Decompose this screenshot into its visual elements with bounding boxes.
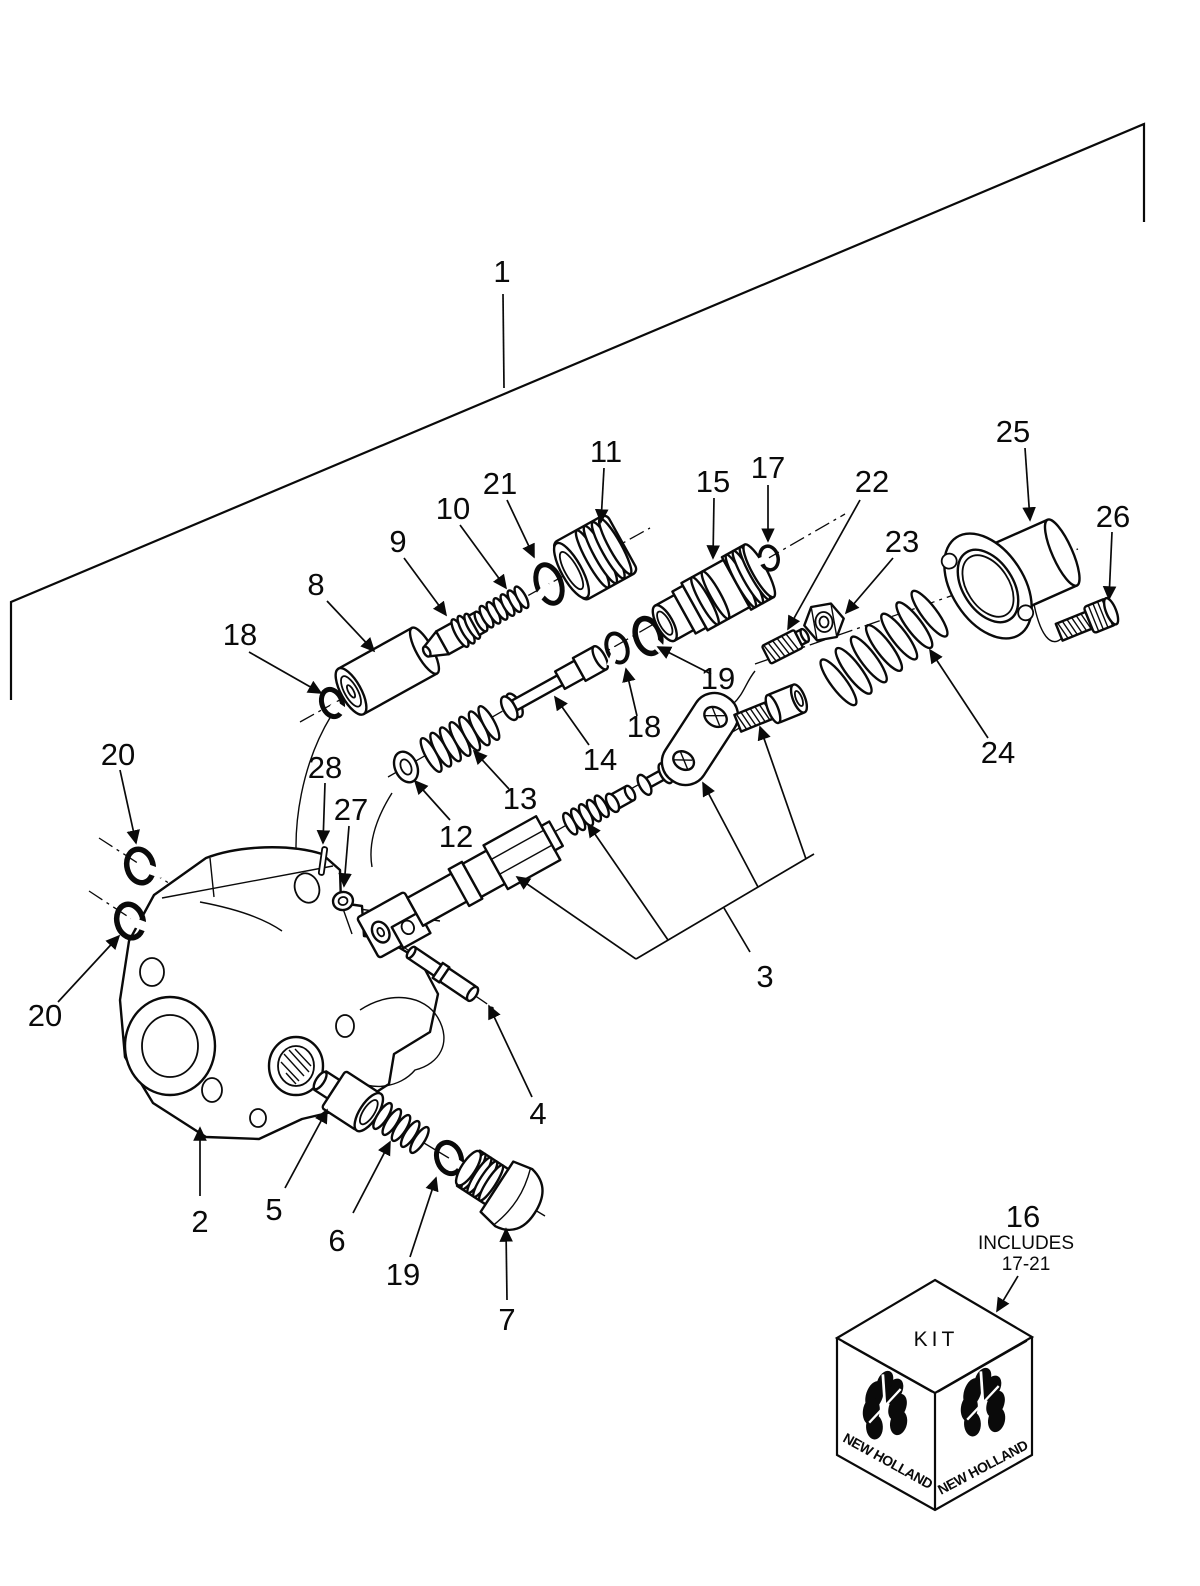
kit-box-label: KIT: [914, 1328, 959, 1351]
callout-19-mid: 19: [701, 661, 735, 696]
part-25-flange: [940, 518, 1081, 640]
callout-9: 9: [389, 524, 406, 559]
callout-6: 6: [328, 1223, 345, 1258]
callout-23: 23: [885, 524, 919, 559]
kit-box: 16 INCLUDES 17-21 KIT NEW HOLLAND NEW HO…: [834, 1199, 1074, 1512]
callout-15: 15: [696, 464, 730, 499]
callout-27: 27: [334, 792, 368, 827]
part-10-spring: [478, 585, 530, 629]
part-18-snap-ring-left: [318, 686, 351, 720]
part-17-snap-ring: [754, 544, 780, 572]
part-20-snap-ring-bottom: [113, 901, 154, 941]
part-6-spring: [372, 1101, 430, 1155]
new-holland-leaf-icon-left: [859, 1366, 912, 1442]
callout-8: 8: [307, 567, 324, 602]
kit-callout-16: 16: [1006, 1199, 1040, 1234]
part-8-sleeve: [334, 626, 441, 716]
part-3-cap-screw: [733, 683, 809, 733]
callout-1: 1: [493, 254, 510, 289]
callout-18-mid: 18: [627, 709, 661, 744]
part-3-spring: [562, 794, 610, 836]
part-11-plug: [552, 514, 638, 601]
part-20-snap-ring-top: [123, 846, 164, 886]
part-3-lever: [660, 691, 740, 787]
callout-4: 4: [529, 1096, 546, 1131]
callout-28: 28: [308, 750, 342, 785]
part-15-spool: [651, 543, 777, 643]
part-24-spring: [819, 589, 949, 707]
callout-2: 2: [191, 1204, 208, 1239]
part-28-pin: [317, 846, 329, 876]
leader-lines: [57, 447, 1117, 1313]
callout-22: 22: [855, 464, 889, 499]
part-5-plug: [312, 1070, 385, 1133]
kit-includes-label: INCLUDES: [978, 1233, 1074, 1254]
callout-7: 7: [498, 1302, 515, 1337]
callout-24: 24: [981, 735, 1015, 770]
part-26-screw: [1054, 596, 1120, 642]
part-9-poppet: [421, 610, 489, 658]
assembly-boundary-line: [9, 122, 1146, 700]
callout-5: 5: [265, 1192, 282, 1227]
callout-13: 13: [503, 781, 537, 816]
callout-20-bottom: 20: [28, 998, 62, 1033]
callout-14: 14: [583, 742, 617, 777]
callout-20-top: 20: [101, 737, 135, 772]
callout-3: 3: [756, 959, 773, 994]
part-3-spool-assembly: [356, 815, 565, 959]
brand-text-right: NEW HOLLAND: [935, 1437, 1031, 1498]
part-18-o-ring-mid: [604, 631, 630, 668]
callout-21: 21: [483, 466, 517, 501]
part-3-poppet: [604, 784, 637, 814]
part-21-o-ring: [532, 562, 565, 606]
callout-labels: 1 2 3 4 5 6 7 8 9 10 21 11 15 17 22 23 2…: [28, 254, 1130, 1337]
part-22-screw: [761, 627, 811, 665]
callout-12: 12: [439, 819, 473, 854]
callout-3-bracket: [515, 725, 815, 960]
part-14-rod: [499, 644, 610, 722]
part-4-pin: [405, 945, 480, 1003]
callout-25: 25: [996, 414, 1030, 449]
part-27-washer: [331, 890, 355, 912]
kit-includes-range: 17-21: [1002, 1254, 1051, 1275]
callout-17: 17: [751, 450, 785, 485]
callout-19-bottom: 19: [386, 1257, 420, 1292]
callout-18-left: 18: [223, 617, 257, 652]
part-13-spring: [419, 704, 501, 774]
callout-26: 26: [1096, 499, 1130, 534]
part-7-hex-plug: [454, 1149, 544, 1231]
part-12-washer: [392, 750, 420, 784]
threaded-port-hatching: [280, 1048, 312, 1085]
callout-11: 11: [590, 434, 622, 469]
part-2-valve-body: [118, 846, 445, 1141]
part-23-nut: [803, 602, 845, 642]
callout-10: 10: [436, 491, 470, 526]
